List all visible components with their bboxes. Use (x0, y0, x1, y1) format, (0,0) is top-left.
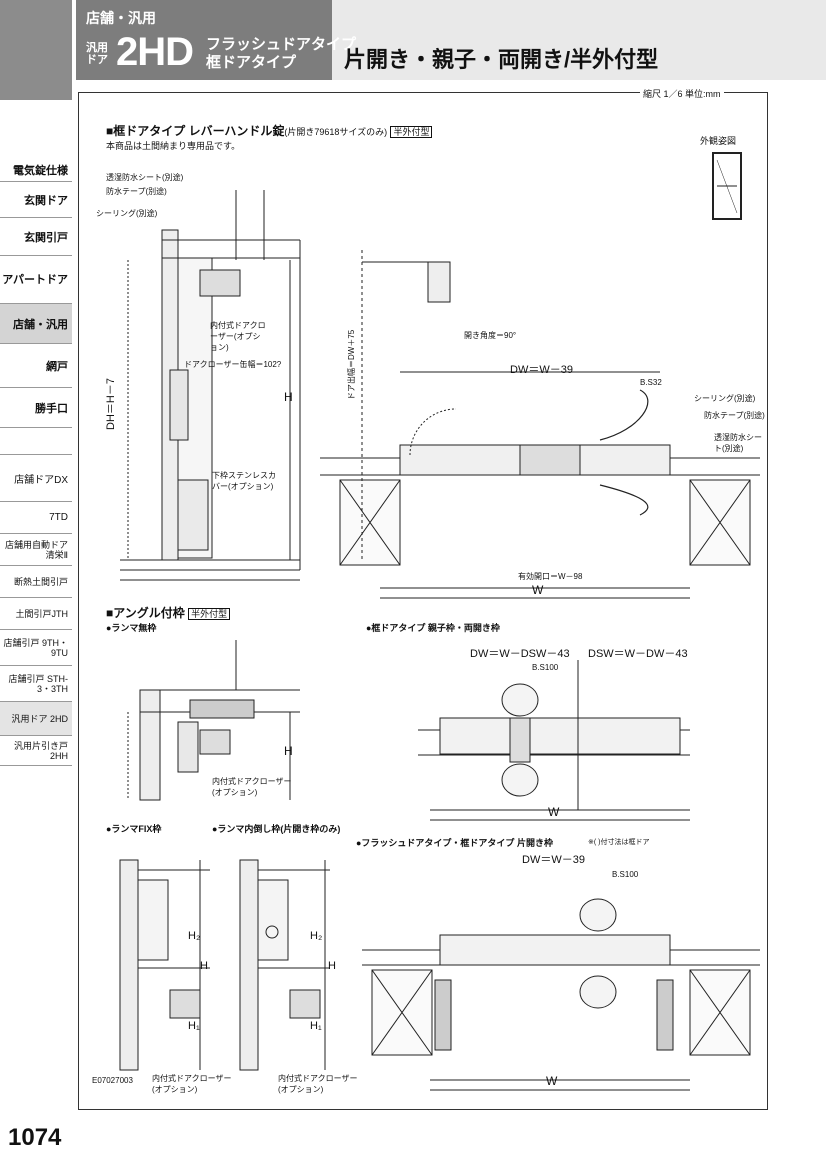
elevation-icon (712, 152, 742, 220)
label-eff-open: 有効開口＝W－98 (518, 572, 583, 581)
header-types: フラッシュドアタイプ 框ドアタイプ (206, 36, 356, 72)
label-h-fix: H (200, 960, 208, 972)
label-dw-top: DW＝W－39 (510, 364, 573, 376)
label-closer-fix: 内付式ドアクローザー(オプション) (152, 1074, 232, 1094)
label-h1-fix: H₁ (188, 1020, 200, 1032)
label-flush: ●フラッシュドアタイプ・框ドアタイプ 片開き枠 (356, 838, 553, 848)
label-h2-fix: H₂ (188, 930, 201, 942)
sidebar-sub-2hd[interactable]: 汎用ドア 2HD (0, 702, 72, 736)
header-type-frame: 框ドアタイプ (206, 54, 297, 71)
section-ranma-none (127, 640, 300, 801)
label-wp-tape-2: 防水テープ(別途) (704, 411, 765, 420)
label-closer-ranma: 内付式ドアクローザー(オプション) (212, 777, 292, 797)
label-w-oyako: W (548, 805, 560, 819)
label-seal-sheet: 透湿防水シート(別途) (106, 173, 184, 182)
sidebar-item-entrance-slide[interactable]: 玄関引戸 (0, 218, 72, 256)
label-w-top: W (532, 583, 544, 597)
section-title-angle-text: ■アングル付枠 (106, 606, 185, 620)
label-h2-tilt: H₂ (310, 930, 323, 942)
header-type-flush: フラッシュドアタイプ (206, 36, 357, 53)
header-category: 店舗・汎用 (86, 10, 156, 26)
label-h-top: H (284, 390, 293, 404)
label-bs100-flush: B.S100 (612, 870, 639, 879)
sidebar-sub-2hh[interactable]: 汎用片引き戸 2HH (0, 736, 72, 766)
doc-code: E07027003 (92, 1076, 133, 1085)
label-dsw-oyako: DSW＝W－DW－43 (588, 648, 688, 660)
elevation-label: 外観姿図 (700, 136, 737, 146)
label-seal-sheet-2: 透湿防水シート(別途) (714, 433, 762, 453)
sidebar-item-shop[interactable]: 店舗・汎用 (0, 304, 72, 344)
label-h-ranma: H (284, 744, 293, 758)
label-ranma-none: ●ランマ無枠 (106, 623, 157, 633)
sidebar-sub-9th[interactable]: 店舗引戸 9TH・9TU (0, 630, 72, 666)
label-h1-tilt: H₁ (310, 1020, 322, 1032)
sidebar-sub-shopdx[interactable]: 店舗ドアDX (0, 454, 72, 502)
tag-half-external-2: 半外付型 (188, 608, 231, 620)
sidebar-sub-seiei[interactable]: 店舗用自動ドア 清栄Ⅱ (0, 534, 72, 566)
label-bs100-oyako: B.S100 (532, 663, 559, 672)
section-title-lever-sub: (片開き79618サイズのみ) (284, 127, 388, 137)
label-dw-oyako: DW＝W－DSW－43 (470, 648, 570, 660)
label-ranma-fix: ●ランマFIX枠 (106, 824, 162, 834)
header-model-band (76, 0, 332, 80)
sidebar-sub-sth[interactable]: 店舗引戸 STH-3・3TH (0, 666, 72, 702)
section-title-angle: ■アングル付枠 半外付型 (106, 604, 231, 621)
sidebar-sub-7td[interactable]: 7TD (0, 502, 72, 534)
plan-oyako (418, 660, 690, 821)
page-title: 片開き・親子・両開き/半外付型 (344, 47, 659, 72)
label-flush-note: ※( )付寸法は框ドア (588, 839, 650, 846)
label-open-angle: 開き角度＝90° (464, 331, 517, 340)
note-doma: 本商品は土間納まり専用品です。 (106, 141, 241, 151)
label-door-out: ドア出幅＝DW＋75 (347, 329, 356, 400)
label-closer-line: ドアクローザー缶幅＝102? (184, 360, 282, 369)
plan-section-lever (320, 250, 760, 599)
drawing-frame (78, 92, 768, 1110)
header-title-band (332, 0, 826, 80)
tag-half-external-1: 半外付型 (390, 126, 433, 138)
plan-flush (362, 898, 760, 1091)
sidebar-item-kitchen[interactable]: 勝手口 (0, 388, 72, 428)
header-model: 2HD (116, 30, 194, 74)
section-ranma-tilt (239, 859, 330, 1071)
label-dw-flush: DW＝W－39 (522, 854, 585, 866)
label-h-tilt: H (328, 960, 336, 972)
sidebar-item-apartment[interactable]: アパートドア (0, 256, 72, 304)
sidebar-item-electric-lock[interactable]: 電気錠仕様 (0, 158, 72, 182)
scale-label: 縮尺 1／6 単位:mm (640, 87, 724, 100)
header-small-tag: 汎用ドア (86, 42, 108, 66)
header-left-band (0, 0, 72, 100)
label-closer-tilt: 内付式ドアクローザー(オプション) (278, 1074, 358, 1094)
label-sealing: シーリング(別途) (96, 209, 158, 218)
sidebar-item-entrance-door[interactable]: 玄関ドア (0, 182, 72, 218)
section-title-lever-text: ■框ドアタイプ レバーハンドル錠 (106, 124, 285, 138)
page-number: 1074 (8, 1124, 62, 1151)
section-title-lever: ■框ドアタイプ レバーハンドル錠(片開き79618サイズのみ) 半外付型 (106, 122, 433, 139)
label-w-flush: W (546, 1074, 558, 1088)
sidebar-sub-insul[interactable]: 断熱土間引戸 (0, 566, 72, 598)
label-wp-tape: 防水テープ(別途) (106, 187, 167, 196)
label-closer-opt: 内付式ドアクローザー(オプション) (210, 321, 266, 352)
vertical-section-lever (120, 190, 301, 581)
label-sus-cover: 下枠ステンレスカバー(オプション) (212, 471, 276, 491)
label-bs32: B.S32 (640, 378, 662, 387)
label-oyako: ●框ドアタイプ 親子枠・両開き枠 (366, 623, 500, 633)
sidebar-sub-jth[interactable]: 土間引戸JTH (0, 598, 72, 630)
sidebar-item-screen[interactable]: 網戸 (0, 344, 72, 388)
label-dh-top: DH＝H－7 (105, 378, 117, 430)
section-ranma-fix (119, 859, 210, 1071)
label-ranma-tilt: ●ランマ内倒し枠(片開き枠のみ) (212, 824, 341, 834)
label-sealing-2: シーリング(別途) (694, 394, 756, 403)
